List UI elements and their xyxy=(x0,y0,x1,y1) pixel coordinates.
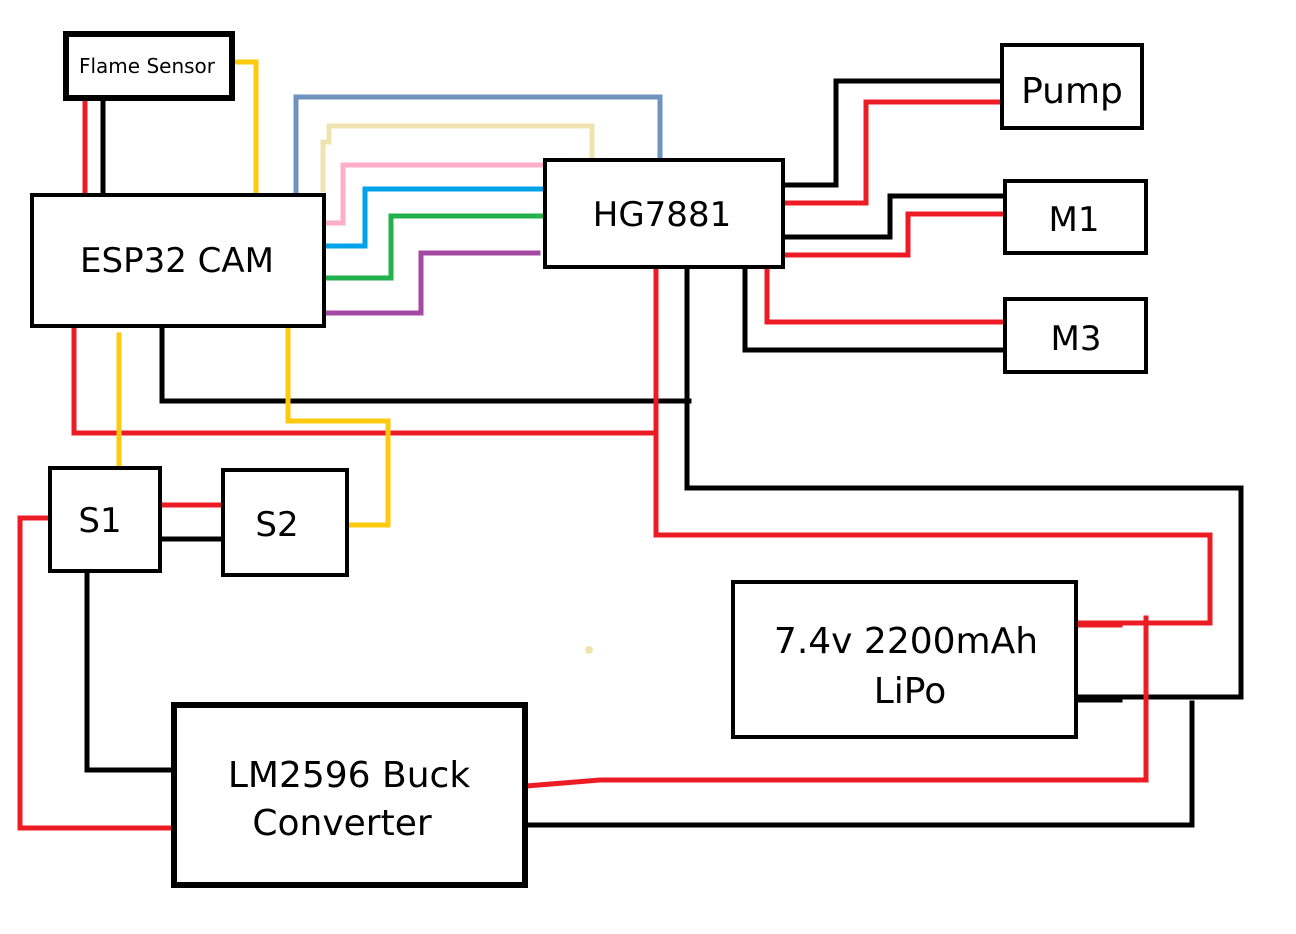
wire-m1-power xyxy=(783,211,1006,258)
s2-block: S2 xyxy=(221,468,349,577)
m3-block: M3 xyxy=(1003,297,1148,374)
wire-buck-lipo-power xyxy=(523,615,1149,789)
esp32-cam-block: ESP32 CAM xyxy=(30,193,326,328)
wire-signal-green xyxy=(320,213,551,281)
wire-s1-buck-power xyxy=(17,515,177,831)
pump-label: Pump xyxy=(1021,71,1123,112)
buck-converter-block: LM2596 Buck Converter xyxy=(171,702,528,888)
s1-block: S1 xyxy=(48,466,162,573)
wire-signal-blue xyxy=(293,94,663,195)
wire-esp-hg-ground xyxy=(159,323,692,404)
stray-dot xyxy=(585,646,593,654)
lipo-label-line2: LiPo xyxy=(874,671,947,712)
wire-pump-power xyxy=(783,99,1006,206)
flame-sensor-label: Flame Sensor xyxy=(79,54,216,78)
wire-signal-cyan xyxy=(320,186,548,249)
s1-label: S1 xyxy=(78,501,121,541)
wire-buck-lipo-ground xyxy=(523,700,1195,828)
lipo-label-line1: 7.4v 2200mAh xyxy=(774,621,1038,662)
m1-block: M1 xyxy=(1003,179,1148,255)
lipo-battery-block: 7.4v 2200mAh LiPo xyxy=(731,580,1078,739)
hg7881-label: HG7881 xyxy=(593,195,731,235)
flame-sensor-block: Flame Sensor xyxy=(63,31,235,101)
m3-label: M3 xyxy=(1051,319,1102,359)
buck-label-line2: Converter xyxy=(252,803,431,844)
hg7881-block: HG7881 xyxy=(543,158,785,269)
wire-m3-ground xyxy=(742,265,1006,353)
wire-signal-pink xyxy=(320,162,546,226)
components: Flame Sensor ESP32 CAM HG7881 Pump M1 M3… xyxy=(30,31,1148,888)
wire-signal-purple xyxy=(320,250,541,316)
wire-signal-cream xyxy=(320,123,595,193)
wire-hg-lipo-power xyxy=(653,262,1213,626)
esp32-cam-label: ESP32 CAM xyxy=(80,241,274,281)
wire-m1-ground xyxy=(783,193,1006,240)
m1-label: M1 xyxy=(1049,200,1100,240)
wire-flame-signal xyxy=(230,59,259,198)
wire-esp-s2-signal xyxy=(285,323,391,528)
pump-block: Pump xyxy=(1000,43,1144,130)
wires xyxy=(17,59,1244,831)
wire-s1-buck-ground xyxy=(84,568,177,773)
wire-esp-hg-power xyxy=(71,323,659,436)
s2-label: S2 xyxy=(255,505,298,545)
wire-pump-ground xyxy=(783,78,1006,188)
wire-m3-power xyxy=(764,265,1006,325)
wire-hg-lipo-ground xyxy=(684,265,1244,700)
buck-label-line1: LM2596 Buck xyxy=(228,755,470,796)
